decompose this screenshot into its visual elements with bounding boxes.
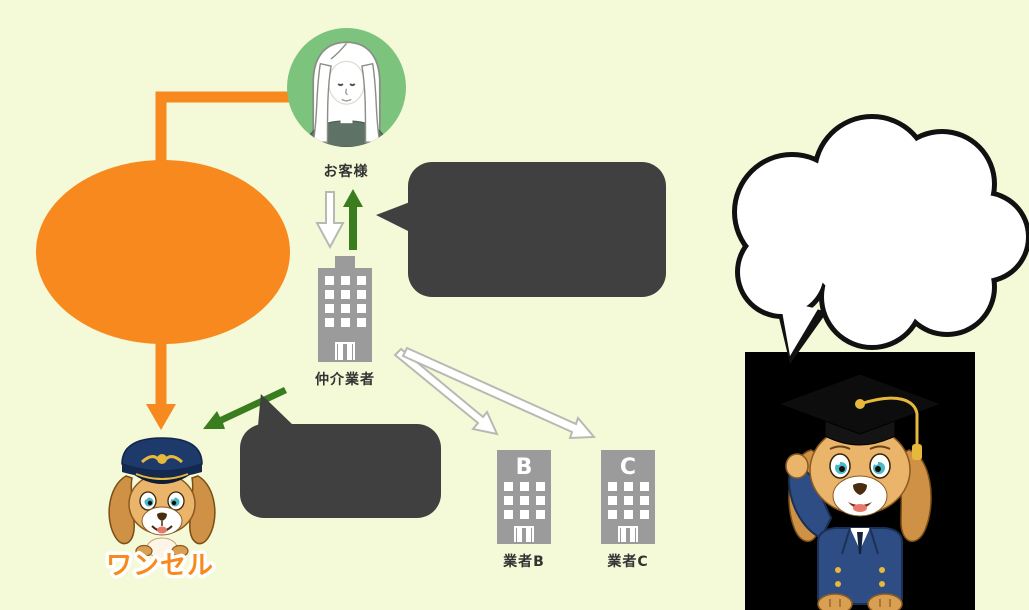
cloud-thought-bubble [732, 114, 1029, 364]
company-b-building-letter: B [516, 455, 533, 480]
mascot-name-text: ワンセル [106, 551, 214, 581]
orange-connector [155, 91, 292, 164]
broker-building-icon [318, 256, 372, 362]
customer-avatar-icon [287, 28, 406, 147]
pilot-dog-mascot-icon [108, 437, 216, 556]
speech-bubble-top-tail [376, 202, 410, 232]
company-b-building-icon: B [497, 450, 551, 544]
company-b-label: 業者B [503, 554, 545, 570]
arrow-customer-to-broker [315, 191, 345, 250]
arrow-broker-to-company-c [401, 346, 597, 440]
orange-arrow-head [146, 404, 176, 430]
tutor-panel [745, 352, 975, 610]
customer-label: お客様 [323, 164, 369, 180]
arrow-broker-to-customer [343, 189, 363, 250]
woman-illustration [303, 41, 390, 147]
company-c-building-letter: C [620, 455, 636, 480]
arrow-broker-to-mascot [203, 387, 287, 429]
mascot-name: ワンセル [102, 548, 216, 585]
orange-highlight-ellipse [36, 160, 290, 344]
speech-bubble-bottom [240, 394, 441, 518]
graduate-dog-mascot-icon [777, 373, 943, 610]
speech-bubble-top [376, 162, 666, 297]
company-c-building-icon: C [601, 450, 655, 544]
broker-label: 仲介業者 [315, 372, 375, 388]
company-c-label: 業者C [607, 554, 649, 570]
